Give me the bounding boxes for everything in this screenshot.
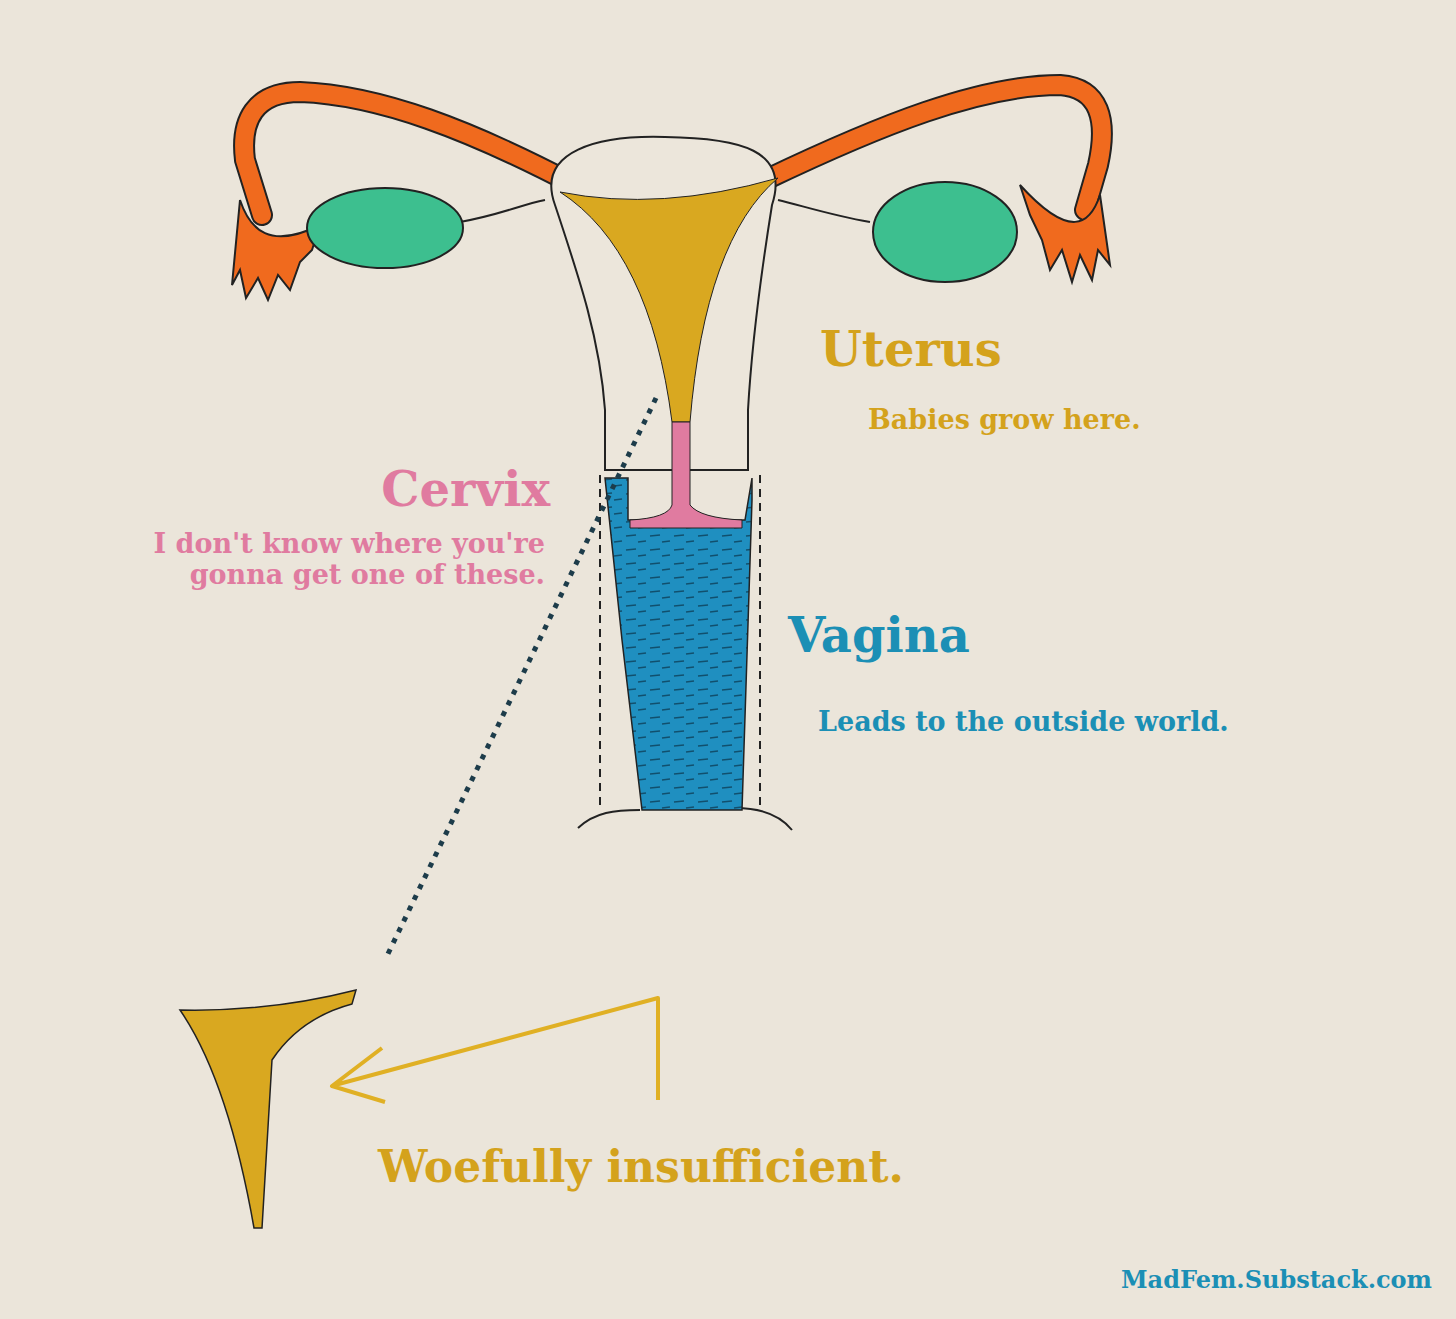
cervical-canal	[630, 422, 742, 528]
ovarian-ligament	[778, 200, 870, 222]
ovary	[307, 188, 463, 268]
part-name: Vagina	[788, 608, 970, 663]
cavity-copy	[180, 990, 356, 1228]
fimbriae	[1020, 185, 1110, 282]
callout-note: Woefully insufficient.	[378, 1142, 904, 1193]
part-name: Uterus	[820, 322, 1002, 377]
vulva-outline	[578, 808, 792, 830]
part-note: I don't know where you're gonna get one …	[60, 528, 545, 590]
part-note: Leads to the outside world.	[818, 706, 1229, 737]
part-name: Cervix	[381, 462, 550, 517]
uterine-cavity	[560, 178, 778, 422]
watermark: MadFem.Substack.com	[1121, 1266, 1432, 1294]
part-note: Babies grow here.	[868, 404, 1141, 435]
fimbriae	[232, 200, 320, 300]
ovarian-ligament	[460, 200, 545, 222]
ovary	[873, 182, 1017, 282]
pointer-arrow	[332, 998, 658, 1102]
